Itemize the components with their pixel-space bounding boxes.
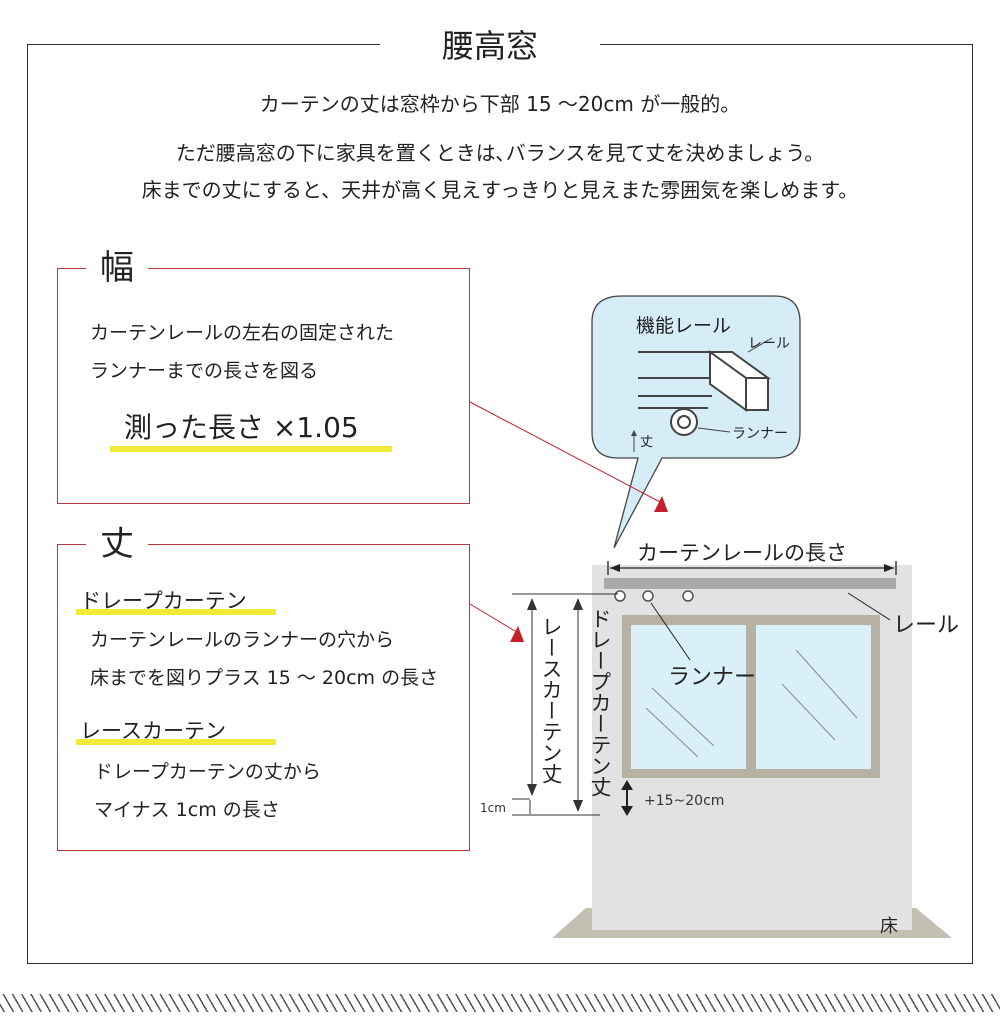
intro-line-1: カーテンの丈は窓枠から下部 15 ～20cm が一般的。: [259, 92, 741, 116]
callout-title: 機能レール: [636, 315, 731, 337]
glass-reflection: [795, 649, 858, 719]
window-pane-left: [631, 625, 746, 769]
runner-wheel-hub: [677, 415, 691, 429]
length-connector: [469, 603, 521, 635]
bottom-divider-stripes: [0, 994, 1000, 1012]
lace-highlight: [76, 739, 276, 745]
arrowhead: [631, 430, 637, 436]
plus-label: +15~20cm: [644, 793, 724, 809]
callout-length-label: 丈: [640, 435, 653, 450]
width-line-1: カーテンレールの左右の固定された: [90, 322, 395, 344]
arrowhead: [527, 784, 537, 796]
rail-label: レール: [893, 613, 959, 638]
one-cm-label: 1cm: [480, 801, 506, 815]
width-connector: [469, 401, 663, 504]
callout-runner-leader: [697, 427, 731, 433]
runner-hole: [614, 590, 626, 602]
callout-runner-label: ランナー: [732, 426, 788, 442]
lace-length-label: レースカーテン丈: [539, 616, 563, 784]
rail-length-label: カーテンレールの長さ: [637, 541, 847, 565]
runner-leader-line: [650, 602, 691, 661]
glass-reflection: [651, 687, 715, 747]
width-line-2: ランナーまでの長さを図る: [90, 360, 319, 382]
runner-hole: [642, 590, 654, 602]
width-arrowhead: [654, 496, 668, 512]
arrowhead: [884, 564, 894, 572]
arrowhead: [573, 598, 583, 610]
runner-hole: [682, 590, 694, 602]
page-title: 腰高窓: [380, 22, 600, 70]
length-arrowhead: [510, 626, 524, 642]
drape-length-label: ドレープカーテン丈: [588, 608, 612, 797]
drape-line-2: 床までを図りプラス 15 ～ 20cm の長さ: [90, 667, 439, 689]
arrowhead: [527, 598, 537, 610]
length-box-title: 丈: [86, 522, 148, 566]
glass-reflection: [781, 683, 836, 741]
runner-label: ランナー: [668, 665, 756, 690]
floor-label: 床: [880, 916, 898, 937]
drape-heading: ドレープカーテン: [80, 589, 247, 613]
lace-line-1: ドレープカーテンの丈から: [94, 761, 321, 783]
arrowhead: [573, 800, 583, 812]
window-pane-right: [756, 625, 871, 769]
width-formula: 測った長さ ×1.05: [124, 411, 359, 444]
width-box: [57, 268, 470, 504]
rail-leader-line: [847, 592, 891, 621]
rail-end-face: [745, 377, 769, 411]
glass-reflection: [645, 707, 699, 758]
width-box-title: 幅: [86, 246, 148, 290]
formula-highlight: [110, 446, 392, 452]
intro-line-3: 床までの丈にすると、天井が高く見えすっきりと見えまた雰囲気を楽しめます。: [141, 178, 859, 202]
lace-heading: レースカーテン: [80, 719, 226, 743]
lace-line-2: マイナス 1cm の長さ: [94, 799, 280, 821]
arrowhead: [610, 564, 620, 572]
intro-line-2: ただ腰高窓の下に家具を置くときは､バランスを見て丈を決めましょう。: [175, 141, 825, 165]
callout-rail-leader: [747, 337, 773, 353]
arrowhead: [621, 806, 633, 816]
curtain-rail: [604, 578, 896, 589]
drape-line-1: カーテンレールのランナーの穴から: [90, 629, 395, 651]
callout-rail-label: レール: [748, 336, 790, 352]
length-box: [57, 544, 470, 851]
drape-highlight: [76, 609, 276, 615]
arrowhead: [621, 780, 633, 790]
